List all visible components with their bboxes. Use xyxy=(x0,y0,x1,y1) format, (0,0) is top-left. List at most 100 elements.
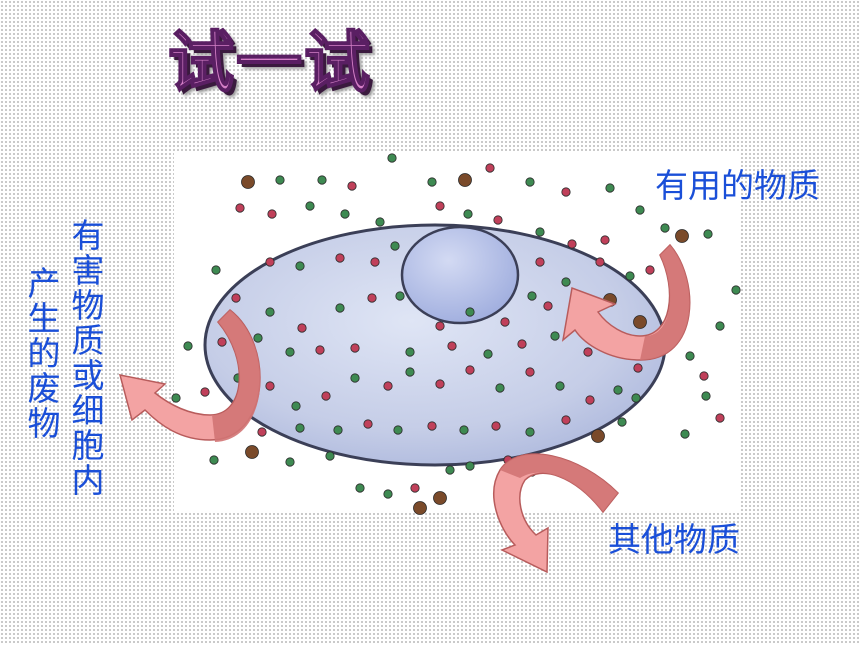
particle xyxy=(459,425,469,435)
particle xyxy=(645,265,655,275)
particle xyxy=(209,455,219,465)
particle xyxy=(265,257,275,267)
particle xyxy=(605,183,615,193)
particle xyxy=(555,381,565,391)
particle xyxy=(410,483,420,493)
particle xyxy=(493,215,503,225)
particle xyxy=(317,175,327,185)
slide-title: 试一试 xyxy=(167,23,372,102)
particle xyxy=(335,303,345,313)
particle xyxy=(295,261,305,271)
particle xyxy=(315,345,325,355)
particle xyxy=(583,347,593,357)
particle xyxy=(491,421,501,431)
particle xyxy=(633,315,647,329)
particle xyxy=(680,429,690,439)
particle xyxy=(433,491,447,505)
particle xyxy=(617,417,627,427)
particle xyxy=(625,271,635,281)
particle xyxy=(285,347,295,357)
particle xyxy=(561,277,571,287)
particle xyxy=(200,387,210,397)
particle xyxy=(333,425,343,435)
particle xyxy=(561,187,571,197)
label-harmful-line2: 产生的废物 xyxy=(27,264,61,443)
particle xyxy=(435,379,445,389)
particle xyxy=(375,217,385,227)
particle xyxy=(527,291,537,301)
label-useful-substances: 有用的物质 xyxy=(655,166,820,205)
particle xyxy=(500,317,510,327)
particle xyxy=(257,427,267,437)
particle xyxy=(231,293,241,303)
particle xyxy=(495,383,505,393)
label-harmful-line1: 有害物质或细胞内 xyxy=(71,216,105,500)
particle xyxy=(445,465,455,475)
particle xyxy=(413,501,427,515)
particle xyxy=(265,307,275,317)
particle xyxy=(183,341,193,351)
particle xyxy=(465,307,475,317)
particle xyxy=(561,415,571,425)
particle xyxy=(517,339,527,349)
particle xyxy=(355,483,365,493)
particle xyxy=(427,177,437,187)
particle xyxy=(321,391,331,401)
particle xyxy=(635,205,645,215)
particle xyxy=(715,413,725,423)
particle xyxy=(591,429,605,443)
particle xyxy=(485,163,495,173)
particle xyxy=(267,209,277,219)
arrow-out-bottom-icon xyxy=(493,453,620,574)
particle xyxy=(241,175,255,189)
particle xyxy=(525,427,535,437)
arrow-in-icon xyxy=(561,243,691,361)
particle xyxy=(295,423,305,433)
particle xyxy=(465,461,475,471)
particle xyxy=(390,241,400,251)
particle xyxy=(395,291,405,301)
particle xyxy=(405,367,415,377)
particle xyxy=(703,229,713,239)
particle xyxy=(383,381,393,391)
particle xyxy=(535,257,545,267)
particle xyxy=(715,321,725,331)
particle xyxy=(543,301,553,311)
particles xyxy=(171,153,741,515)
particle xyxy=(171,393,181,403)
particle xyxy=(550,331,560,341)
particle xyxy=(363,419,373,429)
particle xyxy=(393,425,403,435)
particle xyxy=(535,227,545,237)
particle xyxy=(265,381,275,391)
particle xyxy=(435,201,445,211)
particle xyxy=(335,253,345,263)
particle xyxy=(305,201,315,211)
particle xyxy=(595,257,605,267)
particle xyxy=(447,341,457,351)
particle xyxy=(370,257,380,267)
particle xyxy=(387,153,397,163)
particle xyxy=(297,323,307,333)
particle xyxy=(463,209,473,219)
particle xyxy=(383,489,393,499)
particle xyxy=(427,421,437,431)
particle xyxy=(633,363,643,373)
particle xyxy=(483,349,493,359)
particle xyxy=(660,223,670,233)
particle xyxy=(211,265,221,275)
particle xyxy=(291,401,301,411)
particle xyxy=(701,391,711,401)
particle xyxy=(275,175,285,185)
particle xyxy=(525,367,535,377)
particle xyxy=(675,229,689,243)
particle xyxy=(350,373,360,383)
particle xyxy=(350,343,360,353)
particle xyxy=(613,385,623,395)
particle xyxy=(525,177,535,187)
particle xyxy=(731,285,741,295)
particle xyxy=(253,333,263,343)
particle xyxy=(631,393,641,403)
particle xyxy=(405,347,415,357)
